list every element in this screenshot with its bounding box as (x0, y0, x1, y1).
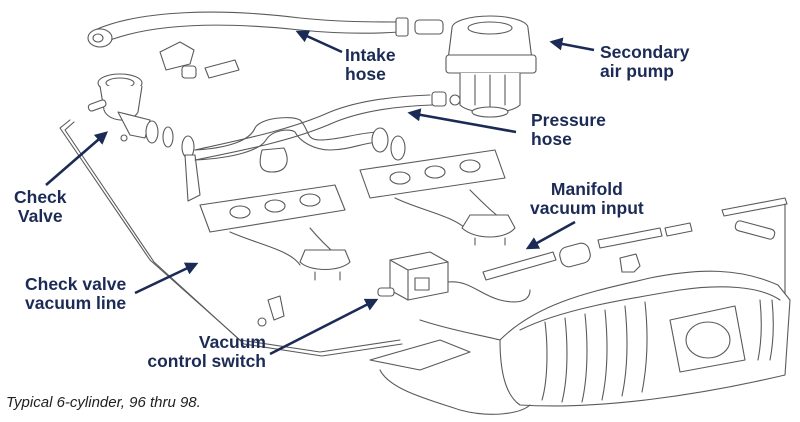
pressure-hose-part (194, 91, 461, 161)
label-manifold-vacuum-input-line1: Manifold (550, 179, 623, 199)
arrow-manifold-vacuum-input (525, 220, 576, 250)
label-vacuum-control-switch-line2: control switch (147, 351, 266, 371)
label-intake-hose-line1: Intake (345, 45, 396, 65)
check-valve-part (87, 73, 201, 202)
label-pressure-hose-line1: Pressure (531, 110, 606, 130)
hose-brackets (159, 41, 240, 79)
secondary-air-pump-part (445, 15, 537, 118)
label-arrows (45, 30, 595, 356)
exhaust-manifold-right (359, 149, 516, 246)
label-vacuum-control-switch-line1: Vacuum (198, 332, 266, 352)
label-pressure-hose-line2: hose (531, 129, 572, 149)
manifold-vacuum-input-part (482, 197, 788, 331)
label-check-valve-line1: Check (14, 187, 67, 207)
label-secondary-air-pump-line1: Secondary (600, 42, 690, 62)
label-manifold-vacuum-input: Manifold vacuum input (530, 180, 644, 218)
label-pressure-hose: Pressure hose (531, 111, 606, 149)
intake-manifold-part (369, 270, 791, 415)
label-check-valve-vacuum-line-line2: vacuum line (25, 293, 127, 313)
vacuum-control-switch-part (377, 251, 531, 303)
crossover-pipe (194, 117, 406, 173)
label-intake-hose-line2: hose (345, 64, 386, 84)
arrow-vacuum-control-switch (269, 298, 379, 356)
arrow-intake-hose (295, 30, 343, 54)
label-secondary-air-pump: Secondary air pump (600, 43, 689, 81)
label-manifold-vacuum-input-line2: vacuum input (530, 198, 644, 218)
label-secondary-air-pump-line2: air pump (600, 61, 674, 81)
arrow-check-valve (45, 131, 108, 186)
arrow-pressure-hose (407, 108, 517, 134)
label-intake-hose: Intake hose (345, 46, 396, 84)
label-check-valve-vacuum-line: Check valve vacuum line (25, 275, 126, 313)
exhaust-manifold-left (199, 184, 351, 281)
label-vacuum-control-switch: Vacuum control switch (136, 333, 266, 371)
label-check-valve: Check Valve (14, 188, 67, 226)
check-valve-vacuum-line-part (59, 119, 403, 357)
figure-caption: Typical 6-cylinder, 96 thru 98. (6, 394, 201, 411)
label-check-valve-vacuum-line-line1: Check valve (25, 274, 127, 294)
arrow-secondary-air-pump (549, 37, 595, 52)
label-check-valve-line2: Valve (17, 206, 63, 226)
arrow-check-valve-vacuum-line (134, 262, 199, 295)
intake-hose-part (87, 11, 444, 48)
